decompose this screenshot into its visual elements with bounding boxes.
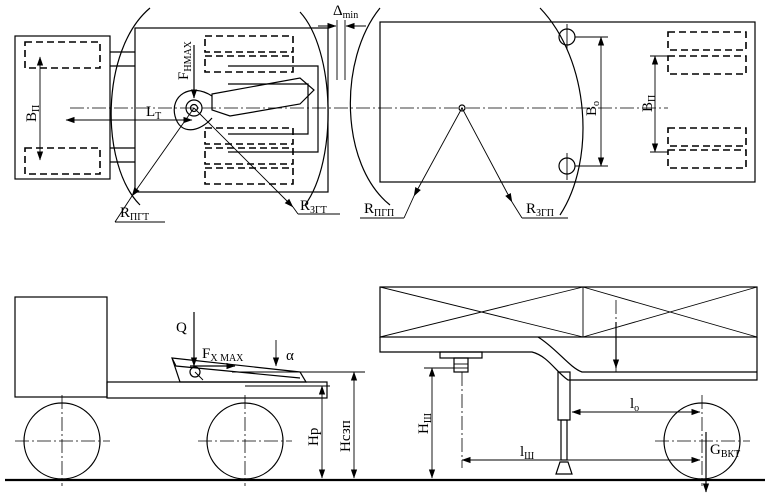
tractor-chassis-side xyxy=(106,381,328,399)
label-r-pgt: RПГТ xyxy=(120,205,149,223)
coupling-pivot xyxy=(189,366,201,378)
label-hszp: Нсзп xyxy=(338,420,354,452)
kingpin-hook xyxy=(173,89,213,131)
r-pgt-line xyxy=(131,107,195,197)
label-lt: LТ xyxy=(146,104,161,122)
label-fn: FНМАХ xyxy=(176,40,194,80)
trailer-kingpin xyxy=(453,357,469,373)
trailer-pivot xyxy=(458,104,466,112)
label-r-zgp: RЗГП xyxy=(526,201,554,219)
label-lo: lо xyxy=(630,396,639,414)
label-bo: Во xyxy=(584,101,602,116)
label-r-zgt: RЗГТ xyxy=(300,198,327,216)
label-delta-min: Δmin xyxy=(333,3,358,21)
tractor-swing-arc xyxy=(110,7,151,206)
label-q: Q xyxy=(176,320,187,336)
side-view xyxy=(5,286,765,493)
semitrailer-frame-outline xyxy=(379,21,756,183)
label-bp-left: ВП xyxy=(24,105,42,122)
r-zgt-line xyxy=(193,107,294,208)
label-hr: Нр xyxy=(306,428,322,446)
label-lsh: lШ xyxy=(520,444,534,462)
label-alpha: α xyxy=(286,348,294,364)
label-bp-right: ВП xyxy=(640,95,658,112)
tractor-rear-arc xyxy=(299,11,329,206)
front-wheel-top-left xyxy=(24,41,101,69)
tractor-cab-side xyxy=(14,296,108,398)
label-fx-max: FХ МАХ xyxy=(202,346,244,364)
trailer-front-arc xyxy=(349,7,391,206)
top-view xyxy=(14,7,756,223)
trailer-rear-arc xyxy=(539,7,584,216)
support-leg-side xyxy=(557,371,571,421)
label-hsh: НШ xyxy=(416,413,434,434)
semitrailer-body-side xyxy=(379,286,758,338)
label-gvkt: GВКТ xyxy=(710,442,740,460)
front-wheel-bottom-left xyxy=(24,147,101,175)
labels: ВП FНМАХ LТ Δmin RПГТ RЗГТ RПГП RЗГП xyxy=(24,3,740,462)
tractor-cab-outline xyxy=(14,35,111,180)
gooseneck-frame xyxy=(379,337,758,381)
label-r-pgp: RПГП xyxy=(364,201,394,219)
